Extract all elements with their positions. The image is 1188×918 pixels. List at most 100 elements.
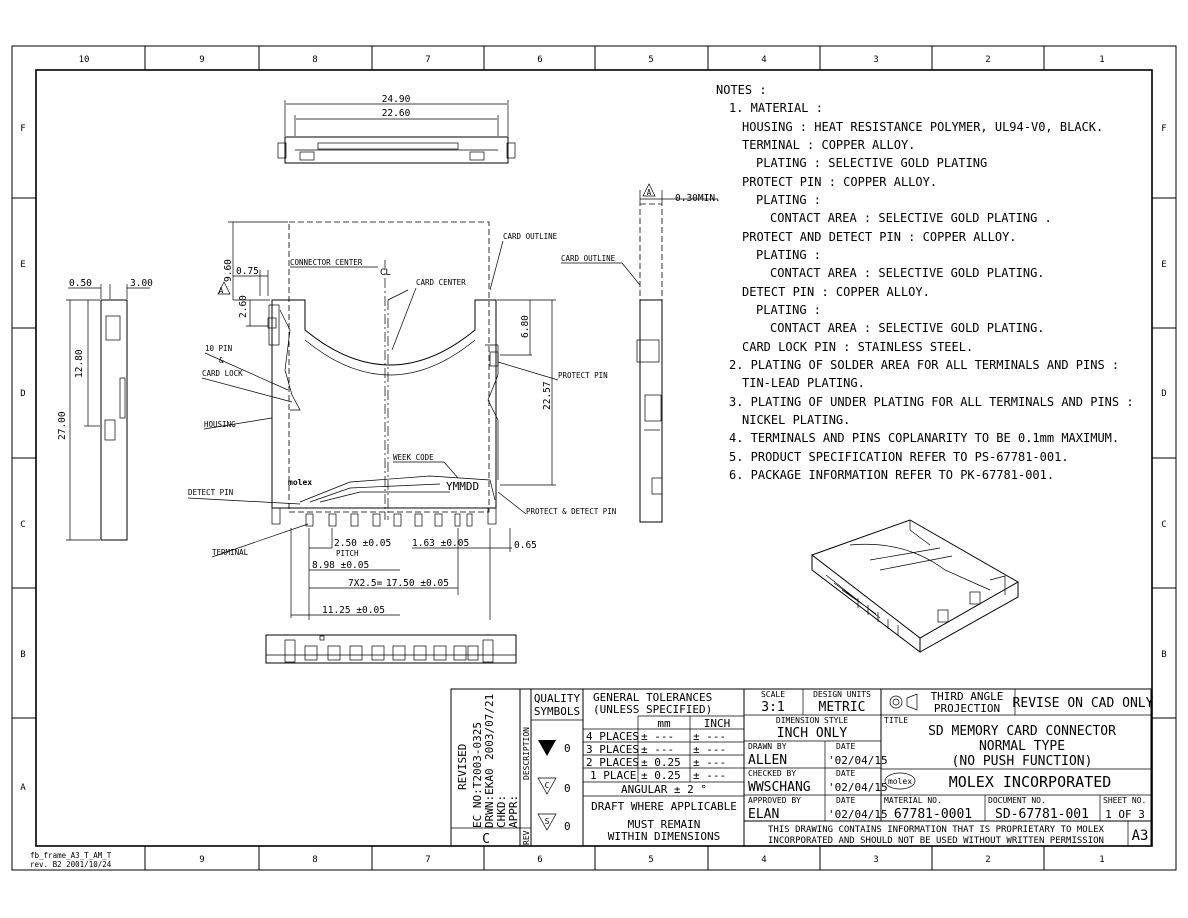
dim-0-75: 0.75	[236, 266, 259, 277]
tol-row-4-mm: ± 0.25	[641, 769, 681, 782]
revision-date: 2003/07/21	[483, 694, 496, 760]
document-no-value: SD-67781-001	[995, 807, 1089, 822]
tol-row-4-inch: ± ---	[693, 769, 726, 782]
note-line-21: 6. PACKAGE INFORMATION REFER TO PK-67781…	[729, 468, 1054, 482]
housing-outline	[271, 299, 497, 509]
datum-a-right: A	[647, 188, 652, 197]
notes-block: NOTES : 1. MATERIAL : HOUSING : HEAT RES…	[716, 83, 1134, 482]
approved-by-label: APPROVED BY	[748, 796, 801, 805]
zone-col-1: 1	[1099, 55, 1104, 65]
projection-line-1: THIRD ANGLE	[931, 690, 1004, 703]
material-no-label: MATERIAL NO.	[884, 796, 942, 805]
revise-on-cad: REVISE ON CAD ONLY	[1013, 696, 1154, 711]
callout-cl: CL	[380, 268, 391, 278]
dim-7x2-5: 7X2.5=	[348, 578, 383, 589]
sheet-size: A3	[1132, 828, 1149, 844]
note-line-19: 4. TERMINALS AND PINS COPLANARITY TO BE …	[729, 431, 1119, 445]
zone-col-5-bottom: 5	[648, 855, 653, 865]
note-line-7: CONTACT AREA : SELECTIVE GOLD PLATING .	[770, 211, 1052, 225]
draft-note: DRAFT WHERE APPLICABLE	[591, 800, 737, 813]
tol-row-4-label: 1 PLACE	[590, 769, 636, 782]
design-units-value: METRIC	[819, 700, 866, 715]
zone-row-F-right: F	[1161, 124, 1166, 134]
drawing-title-3: (NO PUSH FUNCTION)	[952, 754, 1093, 769]
date-label-2: DATE	[836, 769, 855, 778]
zone-row-B-right: B	[1161, 650, 1166, 660]
tol-row-2-mm: ± ---	[641, 743, 674, 756]
quality-s-letter: S	[545, 817, 550, 826]
drawing-title-2: NORMAL TYPE	[979, 739, 1065, 754]
card-outline-dashed	[288, 221, 490, 513]
quality-zero-3: 0	[564, 820, 571, 833]
callout-connector-center: CONNECTOR CENTER	[290, 258, 363, 267]
quality-c-icon	[537, 777, 557, 795]
bottom-view	[265, 634, 517, 664]
tolerances-subtitle: (UNLESS SPECIFIED)	[593, 703, 712, 716]
description-header: DESCRIPTION	[522, 727, 531, 780]
sheet-no-label: SHEET NO.	[1103, 796, 1146, 805]
company-name: MOLEX INCORPORATED	[949, 773, 1112, 791]
molex-mark: molex	[288, 478, 312, 487]
dim-0-50: 0.50	[69, 278, 92, 289]
note-line-15: 2. PLATING OF SOLDER AREA FOR ALL TERMIN…	[729, 358, 1119, 372]
front-view-dimensions: 9.60 A 0.75 2.60 6.80 22.57 2.50 ±0.05 P…	[217, 221, 556, 620]
dim-17-50: 17.50 ±0.05	[386, 578, 449, 589]
zone-col-6-bottom: 6	[537, 855, 542, 865]
zone-col-8: 8	[312, 55, 317, 65]
document-no-label: DOCUMENT NO.	[988, 796, 1046, 805]
dim-22-57: 22.57	[542, 381, 553, 410]
tol-angular: ANGULAR ± 2 °	[621, 783, 707, 796]
zone-col-1-bottom: 1	[1099, 855, 1104, 865]
zone-row-C-right: C	[1161, 520, 1166, 530]
tol-row-3-mm: ± 0.25	[641, 756, 681, 769]
zone-row-D-right: D	[1161, 389, 1166, 399]
date-label-3: DATE	[836, 796, 855, 805]
tol-col-inch: INCH	[704, 717, 731, 730]
note-line-10: CONTACT AREA : SELECTIVE GOLD PLATING.	[770, 266, 1045, 280]
tol-row-2-inch: ± ---	[693, 743, 726, 756]
date-value-2: '02/04/15	[828, 781, 888, 794]
approved-by-value: ELAN	[748, 807, 779, 822]
quality-zero-1: 0	[564, 742, 571, 755]
note-header: NOTES :	[716, 83, 767, 97]
zone-ticks	[12, 46, 1176, 870]
revision-label: REVISED	[456, 744, 469, 790]
note-line-16: TIN-LEAD PLATING.	[742, 376, 865, 390]
proprietary-line-2: INCORPORATED AND SHOULD NOT BE USED WITH…	[768, 836, 1104, 846]
tol-row-2-label: 3 PLACES	[586, 743, 639, 756]
zone-col-6: 6	[537, 55, 542, 65]
frame-label: fb_frame_A3_T_AM_T	[30, 851, 112, 860]
title-block: REVISED EC NO:T2003-0325 DRWN:EKA0 2003/…	[450, 688, 1154, 847]
tol-row-3-inch: ± ---	[693, 756, 726, 769]
callout-10-pin: 10 PIN	[205, 344, 232, 353]
callout-card-lock: CARD LOCK	[202, 369, 243, 378]
top-view: 24.90 22.60	[277, 94, 516, 164]
zone-row-E: E	[20, 260, 25, 270]
dim-0-65: 0.65	[514, 540, 537, 551]
dim-pitch: PITCH	[336, 549, 359, 558]
proprietary-line-1: THIS DRAWING CONTAINS INFORMATION THAT I…	[768, 825, 1105, 835]
zone-col-5: 5	[648, 55, 653, 65]
tol-row-1-mm: ± ---	[641, 730, 674, 743]
note-line-6: PLATING :	[756, 193, 821, 207]
scale-label: SCALE	[761, 690, 785, 699]
checked-rev: CHKD:	[495, 795, 508, 828]
front-view: molex YMMDD	[267, 221, 499, 527]
zone-row-A: A	[20, 783, 26, 793]
tol-row-1-inch: ± ---	[693, 730, 726, 743]
date-label-1: DATE	[836, 742, 855, 751]
dimension-style-label: DIMENSION STYLE	[776, 716, 848, 725]
scale-value: 3:1	[761, 700, 784, 715]
left-side-view: 0.50 3.00 12.80 27.00	[57, 278, 153, 541]
zone-row-E-right: E	[1161, 260, 1166, 270]
note-line-13: CONTACT AREA : SELECTIVE GOLD PLATING.	[770, 321, 1045, 335]
zone-row-F: F	[20, 124, 25, 134]
callout-card-outline: CARD OUTLINE	[503, 232, 558, 241]
tol-row-1-label: 4 PLACES	[586, 730, 639, 743]
note-line-2: HOUSING : HEAT RESISTANCE POLYMER, UL94-…	[742, 120, 1103, 134]
note-line-3: TERMINAL : COPPER ALLOY.	[742, 138, 915, 152]
dim-11-25: 11.25 ±0.05	[322, 605, 385, 616]
dim-24-90: 24.90	[382, 94, 411, 105]
drawn-by-label: DRAWN BY	[748, 742, 787, 751]
note-line-5: PROTECT PIN : COPPER ALLOY.	[742, 175, 937, 189]
